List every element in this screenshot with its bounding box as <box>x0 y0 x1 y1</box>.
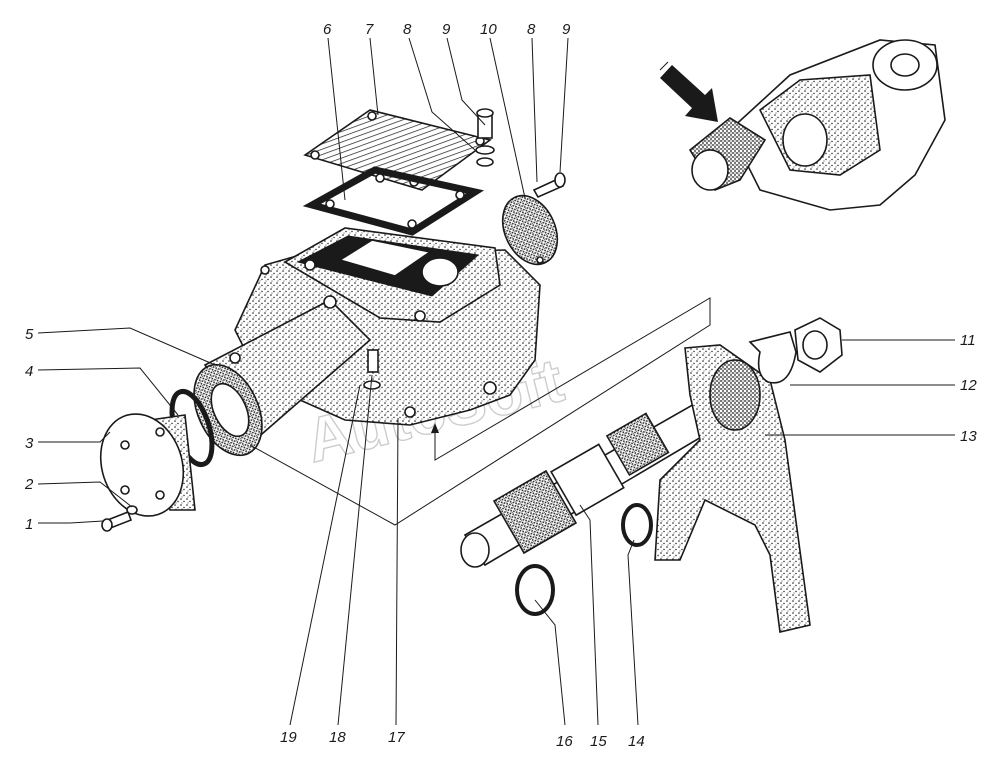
assembly-guide-lines <box>249 297 711 526</box>
callout-13: 13 <box>960 428 977 445</box>
nut-part <box>794 317 843 373</box>
callout-17: 17 <box>388 729 405 746</box>
callout-19: 19 <box>280 729 297 746</box>
shaft-seal-ring-part <box>621 503 653 547</box>
callout-labels: 6 7 8 9 10 8 9 5 4 3 2 1 11 12 13 19 18 … <box>24 21 977 750</box>
side-bolt-part <box>532 172 566 199</box>
callout-9-top: 9 <box>442 21 451 38</box>
callout-8-top: 8 <box>403 21 412 38</box>
gearbox-inset-illustration <box>659 39 946 211</box>
main-housing-part <box>193 227 541 457</box>
callout-10: 10 <box>480 21 497 38</box>
front-cover-part <box>99 413 196 517</box>
callout-12: 12 <box>960 377 977 394</box>
callout-6: 6 <box>323 21 332 38</box>
callout-2: 2 <box>24 476 34 493</box>
gasket-part <box>302 166 485 236</box>
callout-8-side: 8 <box>527 21 536 38</box>
shaft-ring-part <box>515 564 555 616</box>
indicator-arrow-icon <box>660 65 718 122</box>
callout-14: 14 <box>628 733 645 750</box>
callout-4: 4 <box>25 363 33 380</box>
clamp-part <box>748 331 797 384</box>
callout-3: 3 <box>25 435 34 452</box>
callout-11: 11 <box>960 332 976 349</box>
callout-16: 16 <box>556 733 573 750</box>
callout-7: 7 <box>365 21 374 38</box>
fork-lever-part <box>654 344 811 633</box>
cover-bolt-part <box>101 505 138 532</box>
callout-9-side: 9 <box>562 21 571 38</box>
leader-lines <box>37 37 955 726</box>
side-cover-disc-part <box>501 194 559 266</box>
callout-18: 18 <box>329 729 346 746</box>
callout-15: 15 <box>590 733 607 750</box>
callout-5: 5 <box>25 326 34 343</box>
callout-1: 1 <box>25 516 33 533</box>
